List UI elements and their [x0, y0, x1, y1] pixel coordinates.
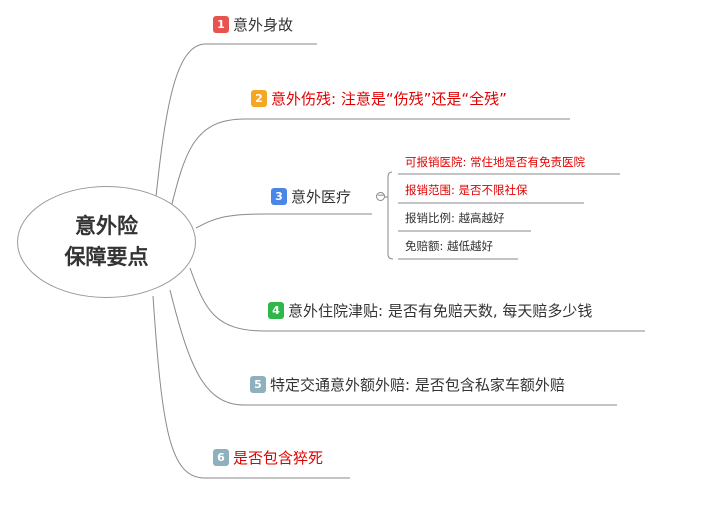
branch-accidental-medical[interactable]: 3 意外医疗 [271, 185, 351, 207]
medical-item-hospital[interactable]: 可报销医院: 常住地是否有免责医院 [405, 155, 586, 169]
priority-6-icon: 6 [213, 448, 229, 466]
branch-traffic-extra[interactable]: 5 特定交通意外额外赔: 是否包含私家车额外赔 [250, 373, 565, 395]
medical-item-scope[interactable]: 报销范围: 是否不限社保 [405, 183, 528, 197]
branch-label: 意外住院津贴: 是否有免赔天数, 每天赔多少钱 [288, 301, 593, 320]
branch-label: 意外身故 [233, 15, 294, 34]
root-title-line1: 意外险 [75, 214, 138, 238]
collapse-minus-icon[interactable]: − [376, 191, 385, 201]
root-topic[interactable]: 意外险 保障要点 [17, 186, 196, 298]
connector-5 [169, 289, 617, 406]
branch-label: 是否包含猝死 [233, 448, 324, 467]
connector-3 [195, 213, 372, 229]
connector-2 [169, 118, 570, 213]
connector-4 [189, 267, 645, 332]
priority-1-icon: 1 [213, 15, 229, 33]
connector-6 [152, 295, 350, 479]
root-title-line2: 保障要点 [64, 245, 149, 269]
branch-accidental-disability[interactable]: 2 意外伤残: 注意是“伤残”还是“全残” [251, 87, 507, 109]
priority-2-icon: 2 [251, 89, 267, 107]
branch-hospital-allowance[interactable]: 4 意外住院津贴: 是否有免赔天数, 每天赔多少钱 [268, 299, 592, 321]
medical-item-deductible[interactable]: 免赔额: 越低越好 [405, 239, 494, 253]
branch-label: 特定交通意外额外赔: 是否包含私家车额外赔 [270, 375, 565, 394]
priority-5-icon: 5 [250, 375, 266, 393]
branch-label: 意外医疗 [291, 187, 352, 206]
priority-4-icon: 4 [268, 301, 284, 319]
connector-1 [154, 43, 317, 207]
branch-sudden-death[interactable]: 6 是否包含猝死 [213, 446, 323, 468]
branch-label: 意外伤残: 注意是“伤残”还是“全残” [271, 89, 507, 108]
medical-item-ratio[interactable]: 报销比例: 越高越好 [405, 211, 505, 225]
priority-3-icon: 3 [271, 187, 287, 205]
medical-bracket [387, 171, 394, 260]
branch-accidental-death[interactable]: 1 意外身故 [213, 13, 293, 35]
